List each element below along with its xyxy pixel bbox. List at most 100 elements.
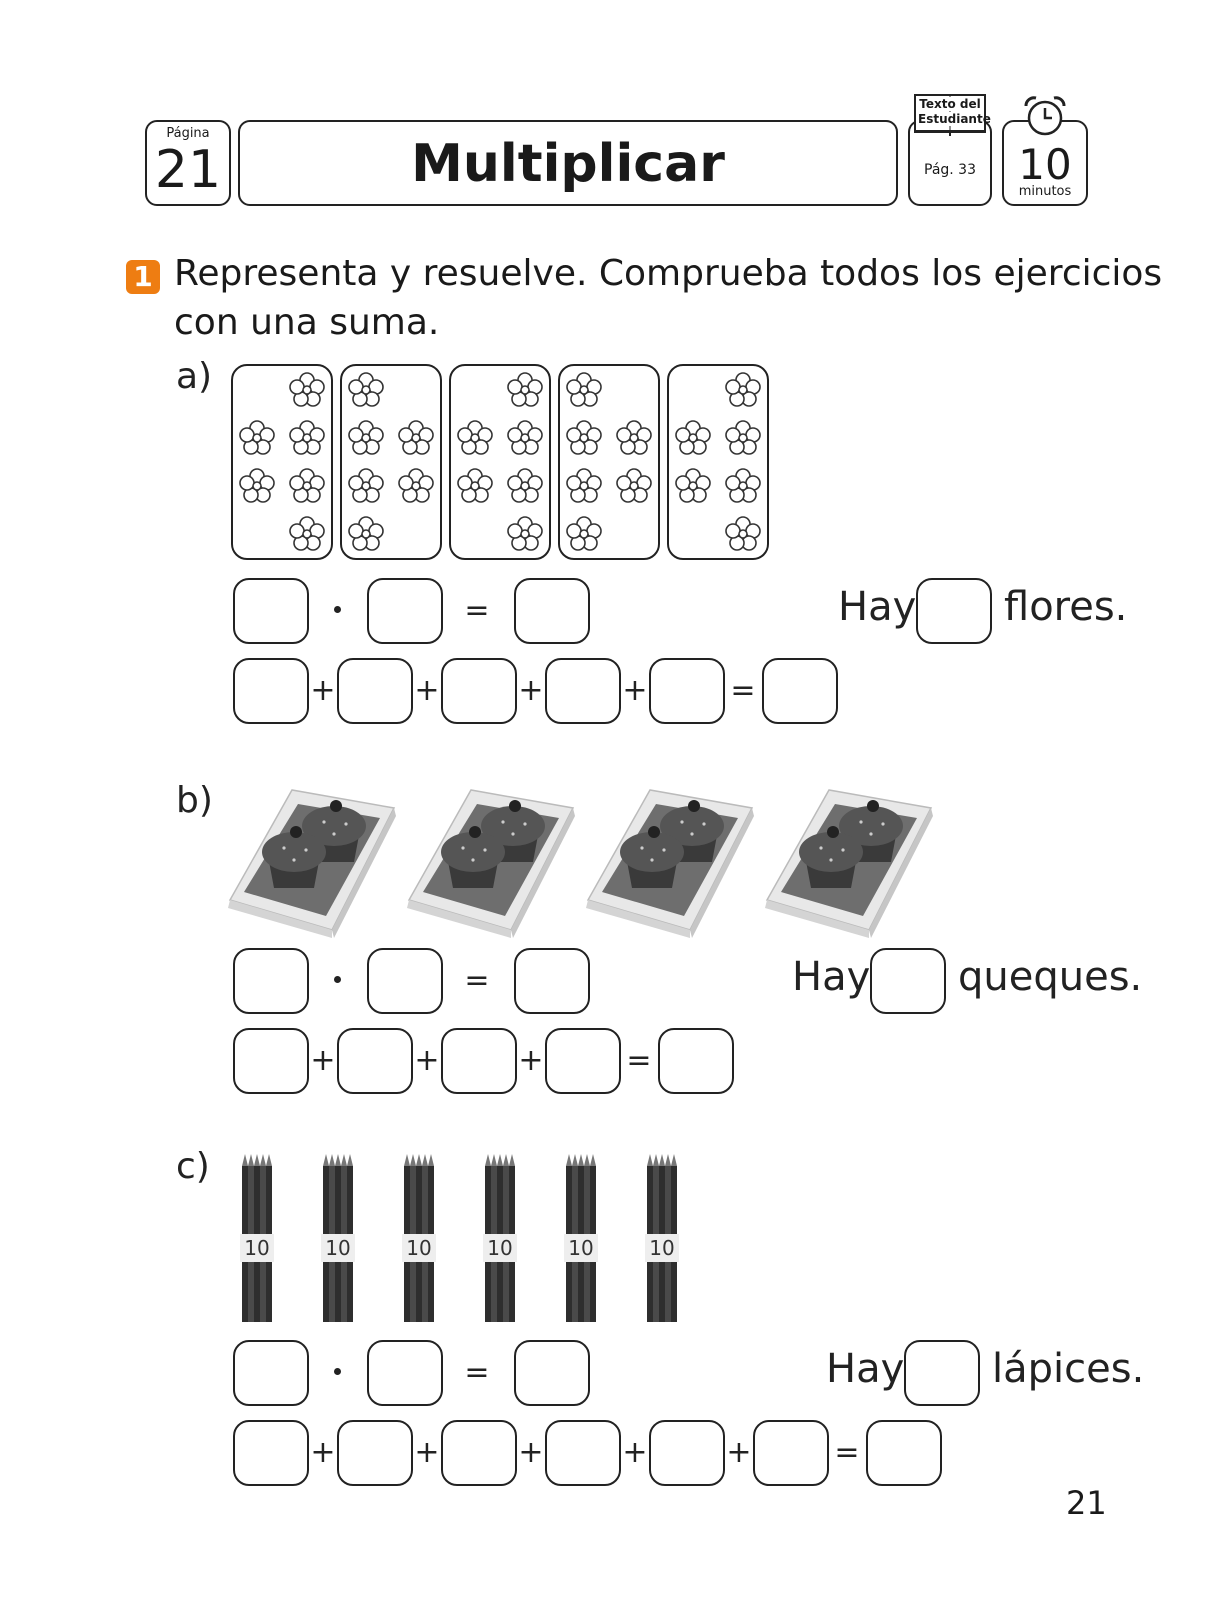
- part-a-hay: Hay: [838, 584, 917, 630]
- part-c-sum-addend-5[interactable]: [649, 1420, 725, 1486]
- flower-icon: [457, 420, 493, 456]
- flower-icon: [289, 372, 325, 408]
- part-a-sum-addend-4[interactable]: [545, 658, 621, 724]
- part-a-mult-factor-2[interactable]: [367, 578, 443, 644]
- bundle-tag-label: 10: [325, 1236, 351, 1260]
- bundle-tag-label: 10: [406, 1236, 432, 1260]
- part-c-noun: lápices.: [992, 1346, 1145, 1392]
- part-b-mult-factor-1[interactable]: [233, 948, 309, 1014]
- part-a-sum-plus-sign: +: [518, 673, 544, 708]
- part-c-sum-addend-3[interactable]: [441, 1420, 517, 1486]
- flower-icon: [616, 420, 652, 456]
- part-b-sum-plus-sign: +: [518, 1043, 544, 1078]
- part-c-mult-times-sign: [334, 1368, 341, 1375]
- pencil-bundle: [643, 1152, 681, 1327]
- part-a-sum-plus-sign: +: [622, 673, 648, 708]
- part-b-sum-addend-3[interactable]: [441, 1028, 517, 1094]
- textbook-label-2: Estudiante: [918, 112, 991, 126]
- part-a-sum-addend-1[interactable]: [233, 658, 309, 724]
- part-b-sum-sum-result[interactable]: [658, 1028, 734, 1094]
- part-c-mult-factor-2[interactable]: [367, 1340, 443, 1406]
- pencil-bundle: [400, 1152, 438, 1327]
- part-c-label: c): [176, 1146, 210, 1187]
- alarm-clock-icon: [1018, 94, 1072, 140]
- flower-icon: [725, 516, 761, 552]
- flower-icon: [239, 468, 275, 504]
- part-b-sum-plus-sign: +: [414, 1043, 440, 1078]
- part-c-sum-plus-sign: +: [622, 1435, 648, 1470]
- part-c-hay: Hay: [826, 1346, 905, 1392]
- part-a-sum-sum-result[interactable]: [762, 658, 838, 724]
- time-unit: minutos: [1018, 184, 1072, 199]
- part-a-sum-addend-5[interactable]: [649, 658, 725, 724]
- footer-page-number: 21: [1066, 1484, 1107, 1522]
- page-caption: Página: [166, 126, 210, 141]
- part-b-sum-equals-sign: =: [626, 1043, 652, 1078]
- flower-icon: [289, 420, 325, 456]
- bundle-tag-label: 10: [244, 1236, 270, 1260]
- part-c-sum-addend-2[interactable]: [337, 1420, 413, 1486]
- part-a-sum-addend-2[interactable]: [337, 658, 413, 724]
- part-a-total-answer[interactable]: [916, 578, 992, 644]
- part-c-total-answer[interactable]: [904, 1340, 980, 1406]
- part-b-sum-addend-4[interactable]: [545, 1028, 621, 1094]
- part-b-mult-factor-2[interactable]: [367, 948, 443, 1014]
- part-c-sum-addend-6[interactable]: [753, 1420, 829, 1486]
- flower-icon: [725, 372, 761, 408]
- flower-icon: [566, 372, 602, 408]
- pencil-bundle: [562, 1152, 600, 1327]
- page-number-box: Página 21: [145, 120, 231, 206]
- flower-icon: [507, 516, 543, 552]
- part-c-sum-addend-1[interactable]: [233, 1420, 309, 1486]
- flower-icon: [348, 372, 384, 408]
- page-number-header: 21: [154, 140, 222, 200]
- part-c-sum-equals-sign: =: [834, 1435, 860, 1470]
- part-a-sum-plus-sign: +: [310, 673, 336, 708]
- part-c-sum-plus-sign: +: [726, 1435, 752, 1470]
- flower-icon: [289, 468, 325, 504]
- instruction-line-1: Representa y resuelve. Comprueba todos l…: [174, 253, 1163, 294]
- part-b-label: b): [176, 780, 213, 821]
- title-box: Multiplicar: [238, 120, 898, 206]
- bundle-tag-label: 10: [487, 1236, 513, 1260]
- flower-icon: [289, 516, 325, 552]
- pencil-bundle: [481, 1152, 519, 1327]
- part-b-sum-plus-sign: +: [310, 1043, 336, 1078]
- part-c-mult-factor-1[interactable]: [233, 1340, 309, 1406]
- textbook-label-1: Texto del: [918, 97, 982, 111]
- part-c-mult-equals-sign: =: [464, 1355, 490, 1390]
- part-c-sum-plus-sign: +: [310, 1435, 336, 1470]
- part-c-sum-plus-sign: +: [414, 1435, 440, 1470]
- part-c-mult-product[interactable]: [514, 1340, 590, 1406]
- time-value: 10: [1018, 140, 1072, 189]
- part-a-sum-addend-3[interactable]: [441, 658, 517, 724]
- pencil-bundle: [238, 1152, 276, 1327]
- part-b-mult-times-sign: [334, 976, 341, 983]
- part-b-sum-addend-2[interactable]: [337, 1028, 413, 1094]
- flower-icon: [616, 468, 652, 504]
- flower-icon: [398, 468, 434, 504]
- part-a-sum-equals-sign: =: [730, 673, 756, 708]
- bundle-tag-label: 10: [649, 1236, 675, 1260]
- flower-icon: [725, 420, 761, 456]
- part-b-mult-product[interactable]: [514, 948, 590, 1014]
- part-b-total-answer[interactable]: [870, 948, 946, 1014]
- part-b-sum-addend-1[interactable]: [233, 1028, 309, 1094]
- flower-icon: [566, 468, 602, 504]
- exercise-number-badge: 1: [126, 260, 160, 294]
- part-c-sum-addend-4[interactable]: [545, 1420, 621, 1486]
- part-a-mult-product[interactable]: [514, 578, 590, 644]
- cupcake-tray: [759, 780, 937, 940]
- flower-icon: [398, 420, 434, 456]
- flower-icon: [675, 420, 711, 456]
- flower-icon: [239, 420, 275, 456]
- part-a-mult-factor-1[interactable]: [233, 578, 309, 644]
- part-c-sum-sum-result[interactable]: [866, 1420, 942, 1486]
- flower-icon: [566, 516, 602, 552]
- flower-icon: [566, 420, 602, 456]
- textbook-page: Pág. 33: [924, 162, 976, 178]
- part-a-mult-times-sign: [334, 606, 341, 613]
- flower-icon: [725, 468, 761, 504]
- part-a-mult-equals-sign: =: [464, 593, 490, 628]
- part-b-hay: Hay: [792, 954, 871, 1000]
